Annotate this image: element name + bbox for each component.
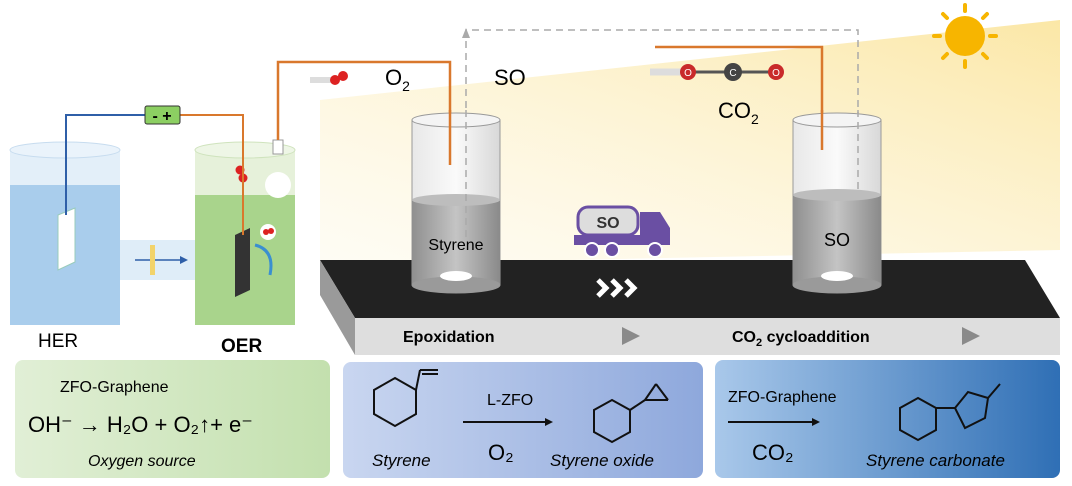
styrene-tank: Styrene [411,112,501,294]
svg-text:SO: SO [824,230,850,250]
svg-text:C: C [729,68,736,79]
svg-text:- +: - + [152,108,171,125]
styrene-structure [373,369,438,428]
play-triangle-icon [622,327,640,345]
svg-text:Styrene: Styrene [372,451,431,470]
truck-icon: SO [574,205,670,258]
svg-text:L-ZFO: L-ZFO [487,392,533,409]
o2-label: O2 [385,65,410,94]
svg-text:OH⁻ → H₂O + O₂↑+ e⁻: OH⁻ → H₂O + O₂↑+ e⁻ [28,412,253,437]
co2-label: CO2 [718,98,759,127]
membrane [150,245,155,275]
play-triangle-icon [962,327,980,345]
so-gas-label: SO [494,65,526,90]
battery-icon: - + [144,105,181,125]
panel-oxygen-source: ZFO-Graphene OH⁻ → H₂O + O₂↑+ e⁻ Oxygen … [15,360,330,478]
oer-label: OER [221,336,262,357]
svg-text:ZFO-Graphene: ZFO-Graphene [728,389,837,406]
her-label: HER [38,331,78,352]
chevrons-icon [596,278,638,298]
so-tank: SO [792,112,882,294]
svg-text:Styrene oxide: Styrene oxide [550,451,654,470]
stage-epoxidation-label: Epoxidation [403,329,495,346]
svg-text:Oxygen source: Oxygen source [88,453,196,470]
svg-text:SO: SO [596,215,619,232]
blue-wire [65,114,145,215]
svg-text:Styrene: Styrene [428,237,483,254]
svg-text:O₂: O₂ [488,440,514,465]
orange-wire [180,114,244,235]
svg-text:CO₂: CO₂ [752,440,794,465]
svg-text:ZFO-Graphene: ZFO-Graphene [60,379,169,396]
svg-text:O: O [772,68,780,79]
co2-molecule-icon: O C O [650,63,784,81]
stage-cycloaddition-label: CO2 cycloaddition [732,329,870,349]
styrene-carbonate-structure [899,383,1001,442]
svg-text:Styrene carbonate: Styrene carbonate [866,451,1005,470]
sun-icon [932,3,998,69]
o2-molecule-icon [310,71,348,85]
styrene-oxide-structure [593,383,669,444]
oer-cell [194,139,296,325]
panel-epoxidation: Styrene L-ZFO O₂ Styrene oxide [343,362,703,478]
svg-text:O: O [684,68,692,79]
panel-cycloaddition: ZFO-Graphene CO₂ Styrene carbonate [715,360,1060,478]
